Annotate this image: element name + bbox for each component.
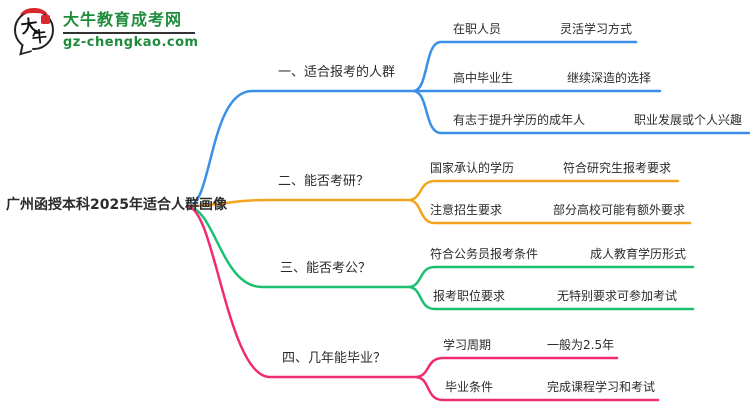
site-logo: 大 牛 大牛教育成考网 gz-chengkao.com <box>14 8 199 56</box>
site-name: 大牛教育成考网 <box>63 10 183 29</box>
logo-text-block: 大牛教育成考网 gz-chengkao.com <box>63 10 199 50</box>
logo-divider <box>63 32 195 34</box>
logo-red-arc-icon <box>20 8 48 25</box>
subnode-value: 职业发展或个人兴趣 <box>634 113 743 127</box>
subnode-value: 无特别要求可参加考试 <box>557 289 678 303</box>
site-domain: gz-chengkao.com <box>63 35 199 50</box>
branch-1-label: 一、适合报考的人群 <box>278 65 396 80</box>
subnode-value: 完成课程学习和考试 <box>547 380 656 394</box>
branch-4-label: 四、几年能毕业？ <box>282 351 387 366</box>
subnode-value: 成人教育学历形式 <box>590 247 687 261</box>
subnode-label: 高中毕业生 <box>453 71 514 85</box>
branch-3-label: 三、能否考公？ <box>280 261 372 276</box>
subnode-value: 符合研究生报考要求 <box>563 161 672 175</box>
subnode-label: 注意招生要求 <box>430 203 503 217</box>
subnode-value: 一般为2.5年 <box>547 338 615 352</box>
subnode-label: 符合公务员报考条件 <box>430 247 539 261</box>
branch-2-label: 二、能否考研？ <box>278 174 370 189</box>
subnode-value: 继续深造的选择 <box>567 71 652 85</box>
subnode-label: 毕业条件 <box>445 380 494 394</box>
subnode-label: 报考职位要求 <box>433 289 506 303</box>
logo-seal-icon <box>41 15 50 24</box>
subnode-label: 学习周期 <box>443 338 492 352</box>
subnode-label: 在职人员 <box>453 22 502 36</box>
subnode-value: 灵活学习方式 <box>560 22 633 36</box>
branch-4-connector <box>187 205 660 402</box>
logo-bubble-icon: 大 牛 <box>14 8 54 56</box>
subnode-label: 国家承认的学历 <box>430 161 515 175</box>
branch-3-connector <box>187 205 695 311</box>
subnode-value: 部分高校可能有额外要求 <box>553 203 686 217</box>
branch-1-connector <box>187 40 750 208</box>
root-node-label: 广州函授本科2025年适合人群画像 <box>6 197 227 213</box>
branch-2-connector <box>187 179 692 225</box>
subnode-label: 有志于提升学历的成年人 <box>453 113 586 127</box>
